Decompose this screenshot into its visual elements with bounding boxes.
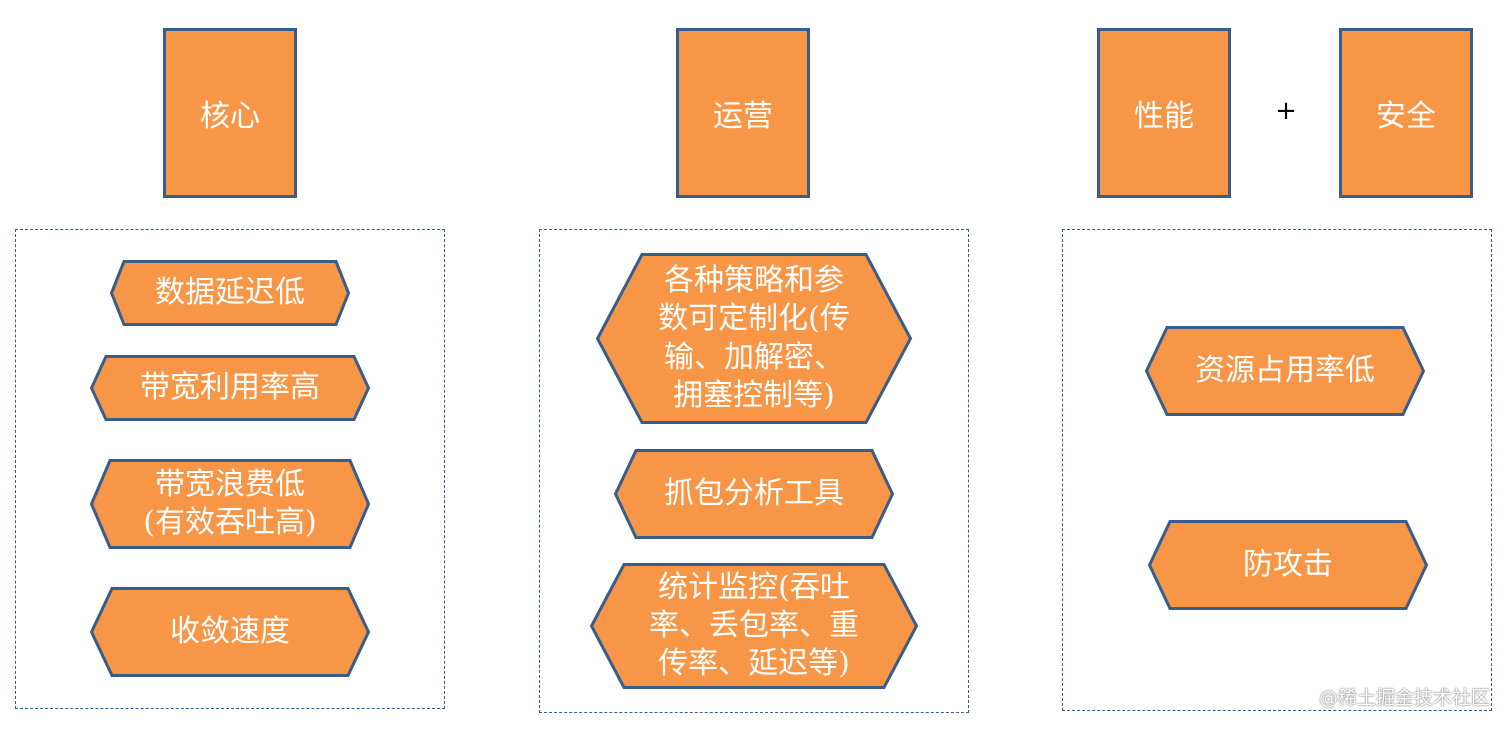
perf-item-label: 资源占用率低: [1195, 352, 1375, 388]
hexagon-shape: [589, 563, 919, 689]
ops-item-label: 各种策略和参 数可定制化(传 输、加解密、 拥塞控制等): [658, 263, 850, 413]
perf-group: [1062, 229, 1492, 711]
ops-item-customizable-policies: 各种策略和参 数可定制化(传 输、加解密、 拥塞控制等): [595, 253, 913, 424]
perf-item-low-resource: 资源占用率低: [1144, 326, 1426, 416]
header-core-label: 核心: [200, 99, 260, 134]
watermark: @稀土掘金技术社区: [1318, 687, 1490, 709]
ops-item-label: 抓包分析工具: [664, 475, 844, 511]
plus-sign: +: [1275, 96, 1297, 126]
hexagon-outline: [109, 260, 351, 326]
header-ops: 运营: [676, 28, 810, 198]
ops-group: [539, 229, 969, 713]
core-item-label: 带宽利用率高: [140, 369, 320, 405]
header-performance: 性能: [1097, 28, 1231, 198]
hexagon-shape: [613, 449, 895, 539]
header-ops-label: 运营: [713, 99, 773, 134]
core-item-label: 数据延迟低: [155, 274, 305, 310]
core-item-label: 带宽浪费低 (有效吞吐高): [143, 466, 317, 540]
hexagon-shape: [89, 355, 371, 421]
header-security: 安全: [1339, 28, 1473, 198]
hexagon-shape: [89, 459, 371, 549]
ops-item-packet-capture: 抓包分析工具: [613, 449, 895, 539]
hexagon-outline: [1144, 326, 1426, 416]
core-group: [15, 229, 445, 709]
core-item-bandwidth-utilization: 带宽利用率高: [89, 355, 371, 421]
header-security-label: 安全: [1376, 99, 1436, 134]
header-core: 核心: [163, 28, 297, 198]
ops-item-label: 统计监控(吞吐 率、丢包率、重 传率、延迟等): [649, 569, 859, 682]
hexagon-outline: [595, 253, 913, 424]
hexagon-outline: [89, 459, 371, 549]
header-performance-label: 性能: [1134, 99, 1194, 134]
hexagon-outline: [589, 563, 919, 689]
hexagon-shape: [1147, 520, 1429, 610]
hexagon-outline: [89, 355, 371, 421]
core-item-label: 收敛速度: [170, 613, 290, 649]
perf-item-anti-attack: 防攻击: [1147, 520, 1429, 610]
hexagon-outline: [1147, 520, 1429, 610]
core-item-bandwidth-waste: 带宽浪费低 (有效吞吐高): [89, 459, 371, 549]
core-item-convergence: 收敛速度: [89, 587, 371, 677]
hexagon-shape: [1144, 326, 1426, 416]
perf-item-label: 防攻击: [1243, 546, 1333, 582]
hexagon-shape: [595, 253, 913, 424]
hexagon-shape: [89, 587, 371, 677]
hexagon-outline: [89, 587, 371, 677]
core-item-latency: 数据延迟低: [109, 260, 351, 326]
ops-item-statistics-monitoring: 统计监控(吞吐 率、丢包率、重 传率、延迟等): [589, 563, 919, 689]
hexagon-shape: [109, 260, 351, 326]
hexagon-outline: [613, 449, 895, 539]
